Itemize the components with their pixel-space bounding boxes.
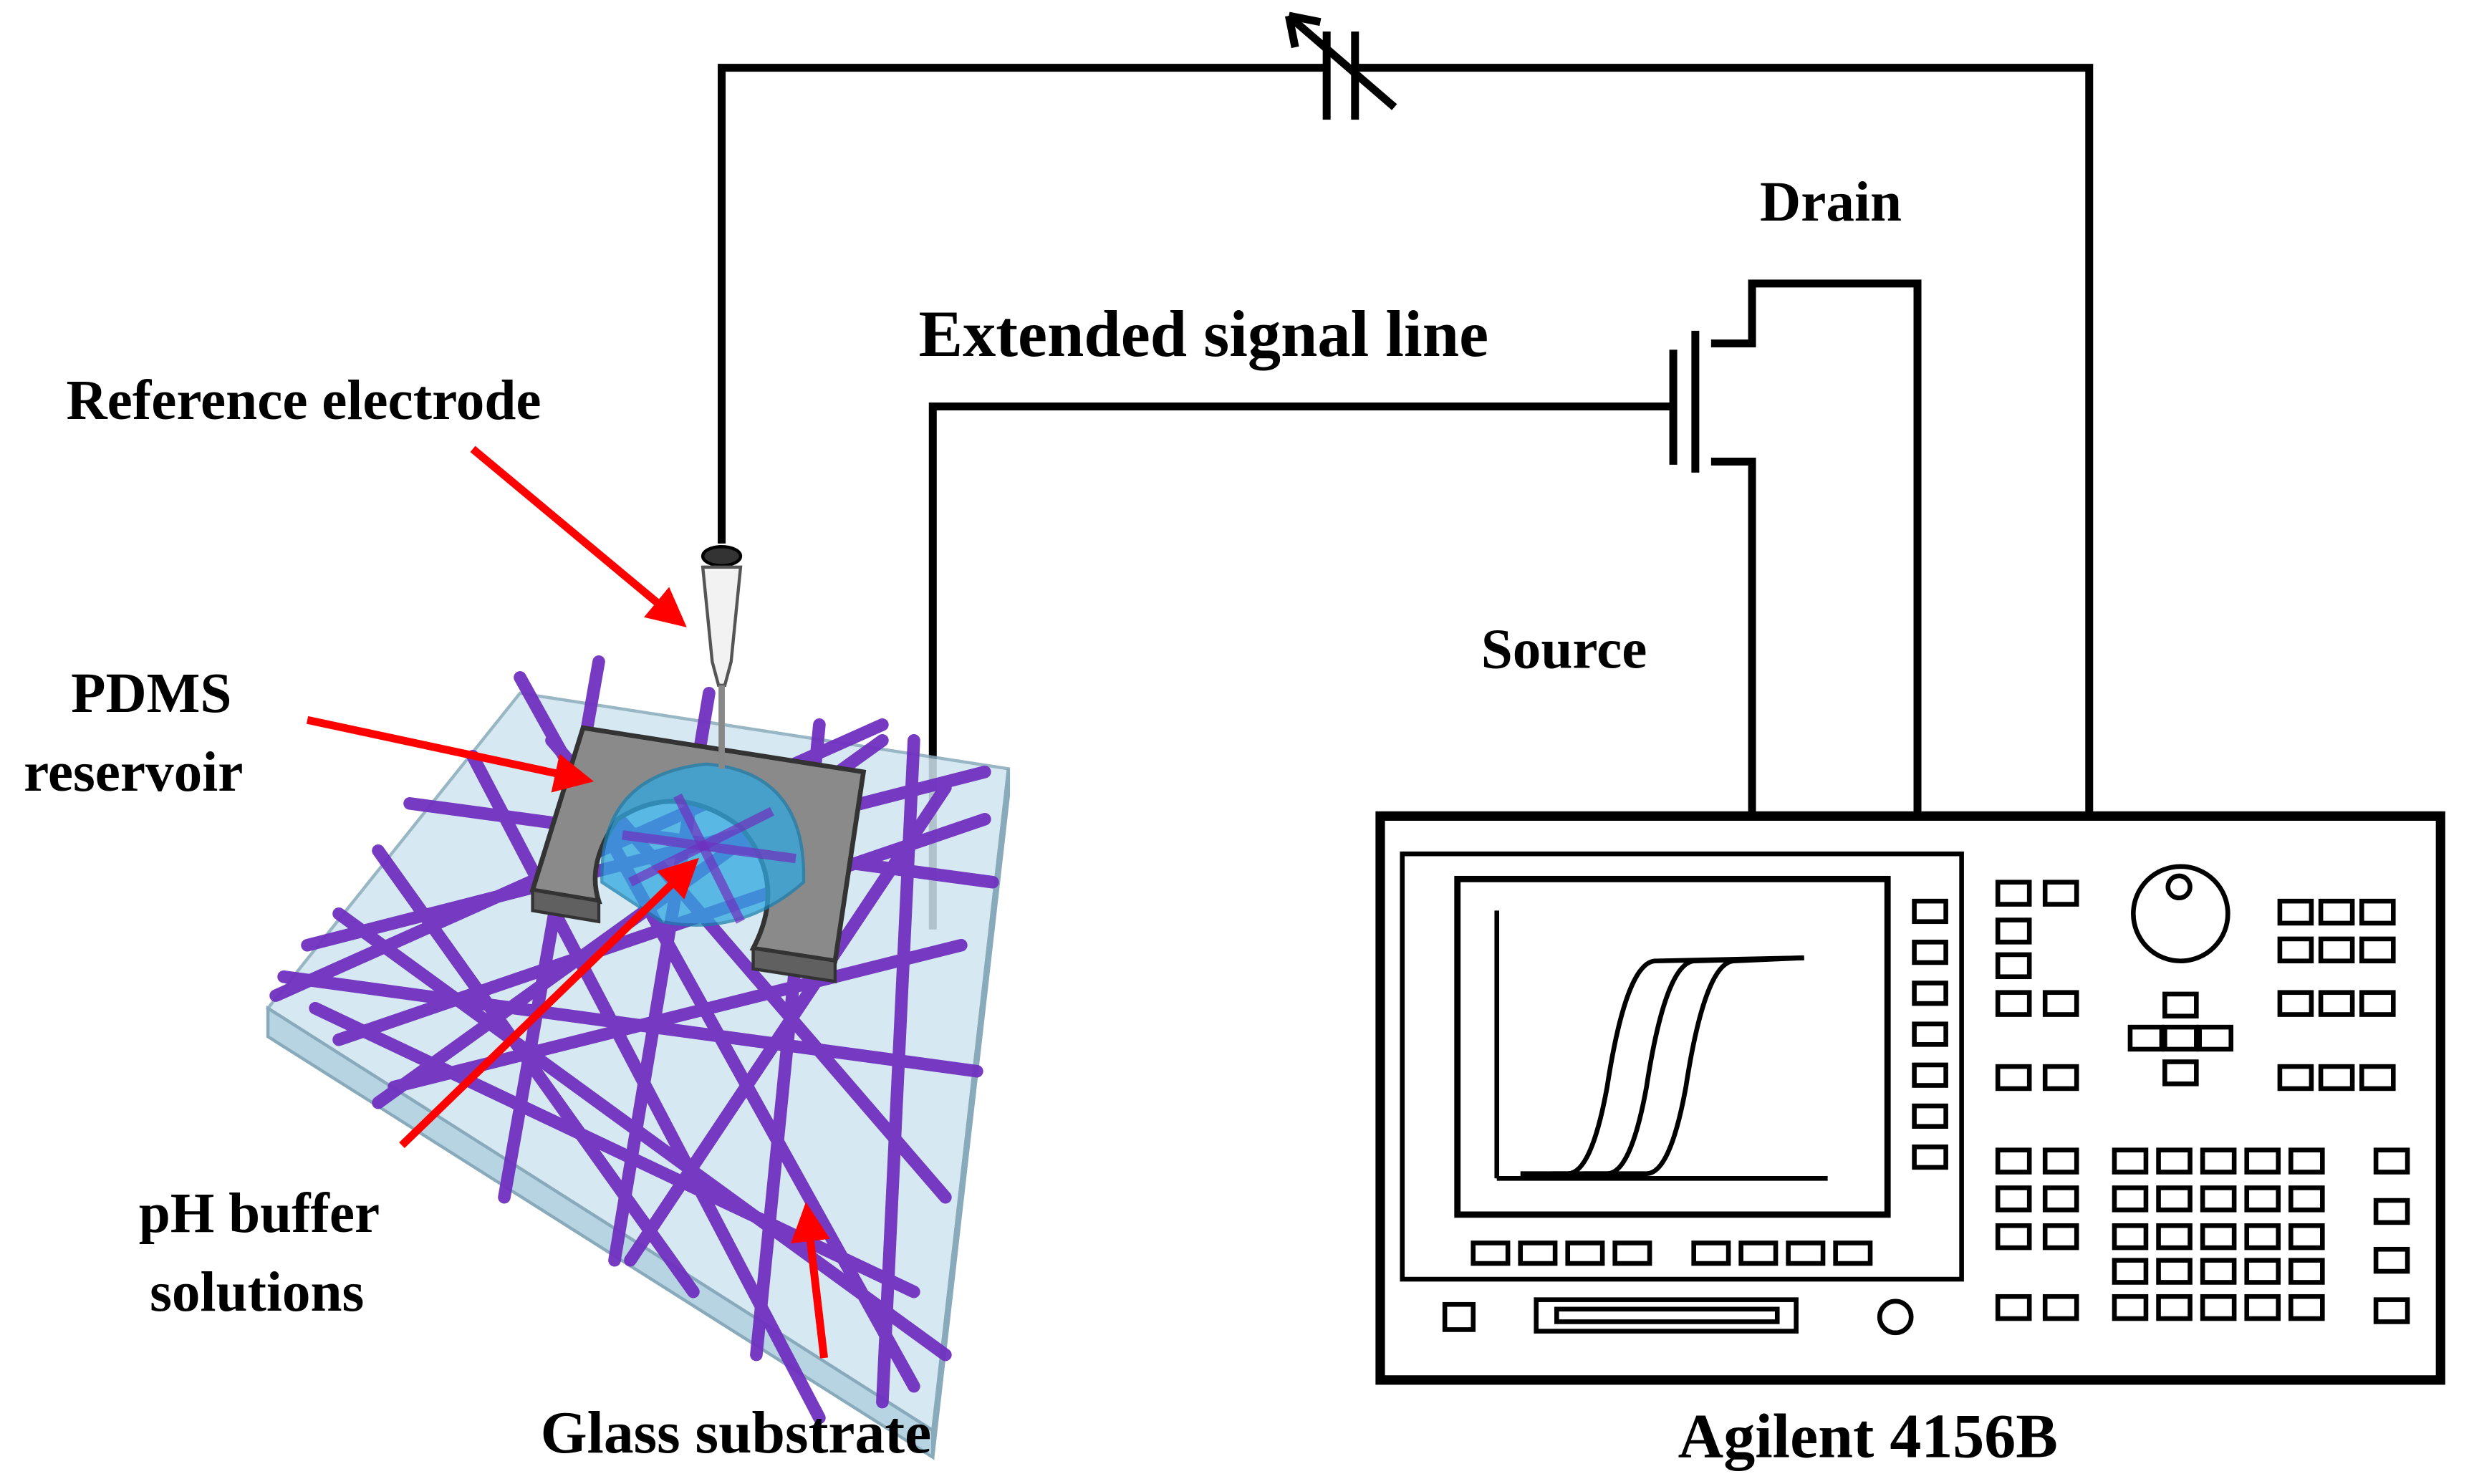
arrow-reference-electrode — [470, 445, 687, 627]
mosfet-icon — [1669, 330, 1700, 473]
label-ph-buffer: pH buffer — [139, 1182, 380, 1245]
reference-electrode — [701, 545, 743, 769]
annotation-arrows — [306, 445, 830, 1359]
label-source: Source — [1481, 618, 1647, 681]
drain-wire — [1710, 279, 1922, 816]
label-solutions: solutions — [150, 1261, 364, 1324]
variable-capacitor-icon — [1284, 11, 1397, 120]
circuit-wires — [718, 64, 2094, 930]
label-drain: Drain — [1760, 170, 1902, 233]
transfer-curve — [1583, 955, 1804, 1176]
transfer-curve — [1551, 955, 1804, 1176]
source-wire — [1710, 457, 1756, 816]
label-glass-substrate: Glass substrate — [541, 1400, 932, 1466]
label-pdms: PDMS — [71, 662, 231, 725]
arrow-pdms — [306, 716, 595, 793]
agilent-instrument — [1375, 811, 2445, 1385]
arrow-glass — [791, 1202, 830, 1359]
label-extended-signal-line: Extended signal line — [918, 297, 1488, 370]
arrow-ph-buffer — [399, 857, 699, 1149]
ph-buffer-droplet — [600, 762, 806, 927]
knob-icon — [2131, 864, 2230, 964]
label-reservoir: reservoir — [24, 741, 243, 804]
instrument-screen — [1454, 875, 1891, 1218]
gate-bias-wire — [718, 64, 2094, 816]
instrument-buttons — [1442, 864, 2410, 1336]
signal-wire — [928, 402, 1670, 930]
transfer-curve — [1520, 955, 1804, 1176]
label-instrument: Agilent 4156B — [1678, 1402, 2058, 1472]
label-reference-electrode: Reference electrode — [67, 369, 542, 432]
